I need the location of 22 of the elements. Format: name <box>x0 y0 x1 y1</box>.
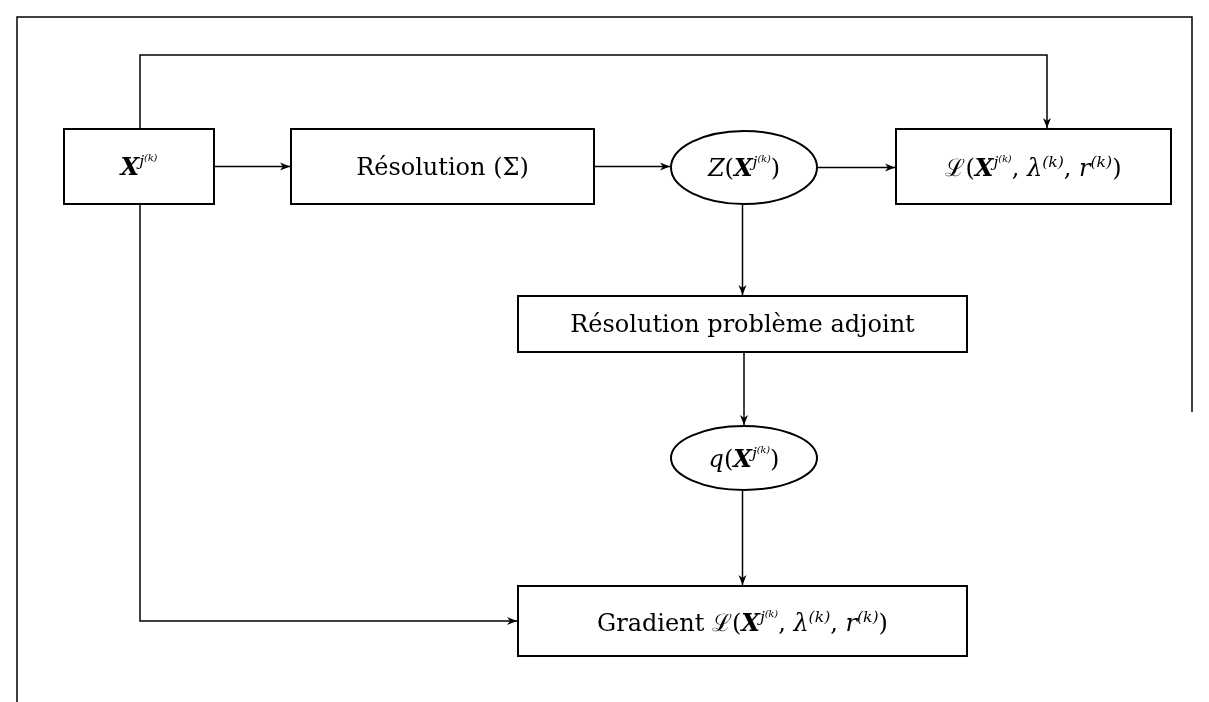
arrow <box>738 490 747 586</box>
node-label: q(X$^{j⁽ᵏ⁾}$) <box>708 443 780 473</box>
process-box <box>895 128 1172 205</box>
node-label: ℒ(X$^{j⁽ᵏ⁾}$, λ$^{(k)}$, r$^{(k)}$) <box>945 152 1122 183</box>
ellipse-node <box>670 425 818 491</box>
process-box <box>63 128 215 205</box>
process-box <box>290 128 595 205</box>
process-box <box>517 585 968 657</box>
node-label: X$^{j⁽ᵏ⁾}$ <box>120 152 158 181</box>
ellipse-node <box>670 130 818 205</box>
node-label: Résolution (Σ) <box>356 152 529 181</box>
node-label: Z(X$^{j⁽ᵏ⁾}$) <box>707 153 781 182</box>
arrow <box>740 352 748 426</box>
arrow <box>594 162 671 171</box>
arrow <box>817 163 896 172</box>
arrow <box>139 204 518 625</box>
arrow <box>214 162 291 171</box>
process-box <box>517 295 968 353</box>
node-label: Résolution problème adjoint <box>570 310 915 338</box>
node-label: Gradient ℒ(X$^{j⁽ᵏ⁾}$, λ$^{(k)}$, r$^{(k)}$) <box>597 606 888 638</box>
arrow <box>139 54 1051 129</box>
arrow <box>738 204 747 296</box>
